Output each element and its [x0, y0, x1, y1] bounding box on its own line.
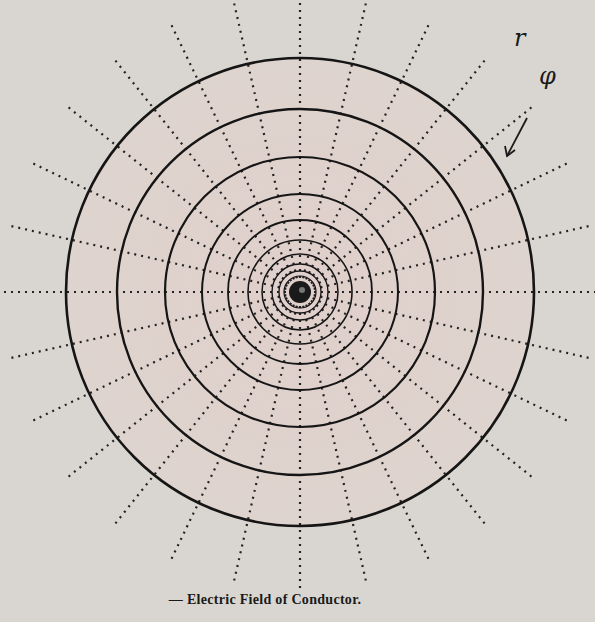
conductor [289, 281, 311, 303]
field-shading [66, 58, 534, 526]
field-line [303, 0, 367, 278]
field-line [113, 303, 291, 527]
radius-arrow [505, 118, 527, 156]
handwritten-label: φ [537, 62, 558, 90]
field-line [65, 105, 289, 283]
field-line [65, 301, 289, 479]
field-line [303, 306, 367, 585]
field-line [299, 0, 301, 278]
field-line [0, 291, 286, 293]
field-line [233, 0, 297, 278]
handwritten-label: r [512, 24, 527, 52]
field-line [8, 295, 287, 359]
field-line [311, 105, 535, 283]
field-line [314, 291, 595, 293]
field-line [8, 225, 287, 289]
conductor-highlight [299, 287, 305, 293]
field-line [311, 301, 535, 479]
field-line [309, 303, 487, 527]
field-line [233, 306, 297, 585]
field-line [299, 306, 301, 592]
field-line [314, 295, 593, 359]
figure-caption: — Electric Field of Conductor. [169, 592, 361, 608]
equipotential-circles [66, 58, 534, 526]
field-lines [0, 0, 595, 592]
field-line [314, 225, 593, 289]
field-line [309, 57, 487, 281]
field-line [113, 57, 291, 281]
